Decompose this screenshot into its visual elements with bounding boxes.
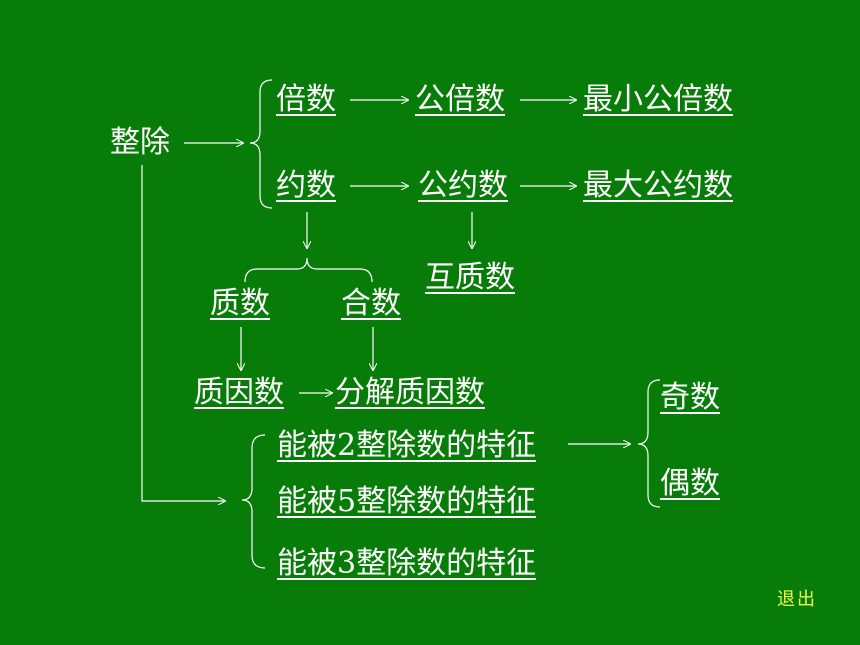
feature-5-link[interactable]: 能被5整除数的特征 [277, 484, 537, 519]
brace-parity [637, 379, 661, 508]
lcm-link[interactable]: 最小公倍数 [583, 82, 733, 117]
multiple-link[interactable]: 倍数 [276, 82, 336, 117]
feature-3-link[interactable]: 能被3整除数的特征 [277, 546, 537, 581]
common-divisor-link[interactable]: 公约数 [418, 168, 508, 203]
gcd-link[interactable]: 最大公约数 [583, 168, 733, 203]
feature-2-link[interactable]: 能被2整除数的特征 [277, 428, 537, 463]
even-link[interactable]: 偶数 [660, 466, 720, 501]
brace-prime-composite [244, 257, 373, 283]
divisor-link[interactable]: 约数 [276, 168, 336, 203]
root-label: 整除 [110, 125, 170, 160]
composite-link[interactable]: 合数 [341, 286, 401, 321]
common-multiple-link[interactable]: 公倍数 [415, 82, 505, 117]
prime-link[interactable]: 质数 [210, 286, 270, 321]
brace-main [249, 79, 273, 209]
prime-factor-link[interactable]: 质因数 [194, 375, 284, 410]
odd-link[interactable]: 奇数 [660, 380, 720, 415]
coprime-link[interactable]: 互质数 [425, 260, 515, 295]
brace-features [241, 434, 266, 569]
factorization-link[interactable]: 分解质因数 [335, 375, 485, 410]
arrow-root-features [141, 165, 225, 501]
exit-button[interactable]: 退出 [777, 589, 817, 610]
